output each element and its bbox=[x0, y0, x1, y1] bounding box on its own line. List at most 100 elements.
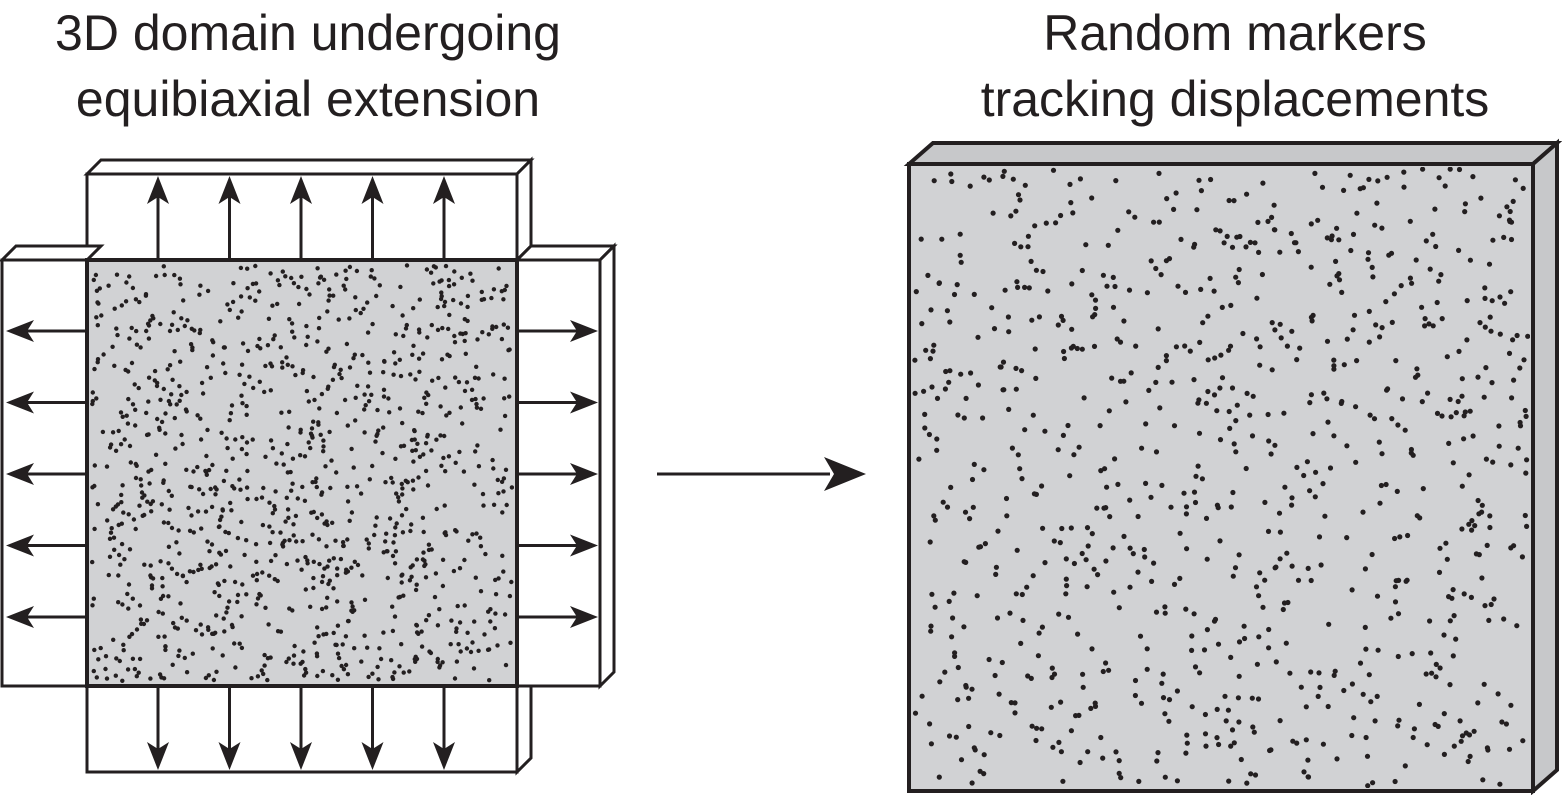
marker-dot bbox=[361, 306, 366, 311]
marker-dot bbox=[1522, 407, 1528, 414]
marker-dot bbox=[245, 468, 250, 474]
marker-dot bbox=[245, 348, 251, 354]
marker-dot bbox=[134, 627, 140, 632]
arrow-up-head bbox=[290, 176, 312, 204]
right-panel-title: Random markers tracking displacements bbox=[905, 0, 1562, 132]
marker-dot bbox=[383, 480, 388, 485]
marker-dot bbox=[936, 280, 943, 286]
marker-dot bbox=[401, 670, 406, 675]
marker-dot bbox=[1244, 390, 1250, 396]
marker-dot bbox=[1014, 279, 1020, 285]
marker-dot bbox=[1349, 587, 1355, 593]
marker-dot bbox=[145, 321, 151, 326]
marker-dot bbox=[94, 396, 99, 401]
marker-dot bbox=[209, 542, 215, 547]
marker-dot bbox=[390, 553, 396, 559]
marker-dot bbox=[163, 647, 168, 653]
marker-dot bbox=[493, 611, 498, 616]
marker-dot bbox=[383, 539, 388, 544]
marker-dot bbox=[1398, 283, 1404, 289]
marker-dot bbox=[1025, 233, 1031, 239]
marker-dot bbox=[461, 469, 467, 474]
marker-dot bbox=[1475, 700, 1481, 706]
marker-dot bbox=[316, 281, 321, 286]
marker-dot bbox=[401, 333, 406, 339]
marker-dot bbox=[967, 516, 973, 522]
marker-dot bbox=[1318, 562, 1324, 568]
marker-dot bbox=[178, 359, 183, 364]
marker-dot bbox=[1364, 753, 1371, 759]
marker-dot bbox=[1497, 781, 1503, 787]
marker-dot bbox=[1132, 214, 1138, 220]
marker-dot bbox=[1289, 563, 1295, 569]
marker-dot bbox=[936, 774, 942, 780]
arrow-down bbox=[361, 686, 384, 770]
marker-dot bbox=[404, 322, 409, 328]
marker-dot bbox=[240, 401, 245, 406]
marker-dot bbox=[491, 287, 497, 292]
marker-dot bbox=[1042, 560, 1048, 566]
marker-dot bbox=[134, 342, 140, 347]
marker-dot bbox=[1012, 700, 1018, 706]
marker-dot bbox=[265, 343, 271, 348]
marker-dot bbox=[1067, 181, 1073, 187]
marker-dot bbox=[1501, 616, 1507, 622]
marker-dot bbox=[1319, 184, 1326, 190]
marker-dot bbox=[1019, 591, 1025, 598]
marker-dot bbox=[1079, 550, 1085, 557]
marker-dot bbox=[372, 532, 377, 538]
marker-dot bbox=[228, 500, 233, 506]
marker-dot bbox=[277, 282, 282, 288]
marker-dot bbox=[1301, 472, 1307, 479]
marker-dot bbox=[325, 522, 330, 528]
marker-dot bbox=[220, 507, 225, 512]
marker-dot bbox=[1461, 591, 1467, 597]
marker-dot bbox=[429, 322, 434, 328]
marker-dot bbox=[426, 613, 432, 618]
marker-dot bbox=[377, 283, 382, 288]
marker-dot bbox=[396, 499, 402, 504]
marker-dot bbox=[1256, 249, 1262, 255]
marker-dot bbox=[280, 540, 286, 546]
marker-dot bbox=[203, 468, 208, 474]
marker-dot bbox=[1105, 242, 1111, 248]
marker-dot bbox=[170, 377, 175, 382]
marker-dot bbox=[345, 672, 351, 677]
marker-dot bbox=[428, 270, 434, 275]
marker-dot bbox=[1414, 366, 1420, 372]
marker-dot bbox=[206, 673, 211, 678]
marker-dot bbox=[1022, 284, 1028, 290]
marker-dot bbox=[1218, 352, 1224, 358]
marker-dot bbox=[1191, 489, 1198, 495]
marker-dot bbox=[90, 603, 95, 608]
marker-dot bbox=[1143, 421, 1149, 427]
marker-dot bbox=[1480, 777, 1486, 783]
marker-dot bbox=[1212, 355, 1218, 361]
marker-dot bbox=[131, 517, 137, 522]
marker-dot bbox=[1462, 201, 1468, 207]
marker-dot bbox=[1118, 775, 1124, 781]
marker-dot bbox=[311, 509, 316, 515]
marker-dot bbox=[1344, 336, 1350, 342]
marker-dot bbox=[1458, 738, 1464, 744]
marker-dot bbox=[1315, 693, 1321, 700]
marker-dot bbox=[475, 443, 480, 448]
marker-dot bbox=[981, 174, 987, 180]
marker-dot bbox=[275, 301, 280, 307]
marker-dot bbox=[1315, 217, 1321, 223]
marker-dot bbox=[1162, 604, 1168, 610]
marker-dot bbox=[352, 559, 357, 564]
marker-dot bbox=[353, 418, 358, 423]
marker-dot bbox=[1092, 700, 1098, 706]
marker-dot bbox=[169, 392, 174, 397]
marker-dot bbox=[239, 519, 244, 525]
marker-dot bbox=[137, 299, 142, 305]
marker-dot bbox=[1144, 646, 1150, 652]
marker-dot bbox=[995, 528, 1001, 534]
marker-dot bbox=[1341, 362, 1347, 368]
marker-dot bbox=[223, 548, 229, 554]
marker-dot bbox=[410, 478, 416, 483]
marker-dot bbox=[92, 483, 97, 489]
marker-dot bbox=[435, 623, 441, 628]
